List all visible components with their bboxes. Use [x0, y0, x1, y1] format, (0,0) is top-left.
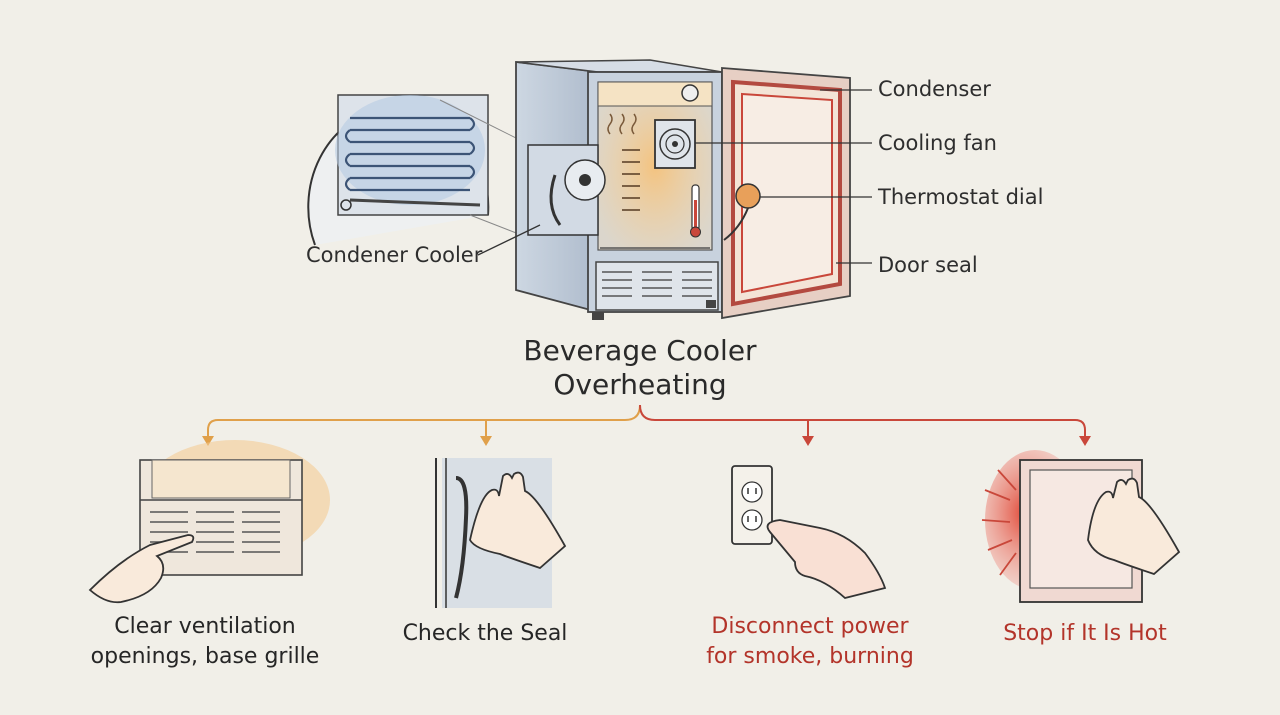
cooling-fan	[654, 119, 696, 169]
heat-burst-icon	[981, 469, 1017, 576]
callout-cooling-fan: Cooling fan	[878, 131, 997, 155]
pointing-hand-icon	[88, 534, 195, 604]
step-ventilation-line-1: Clear ventilation	[114, 614, 296, 639]
callout-lines	[477, 89, 872, 264]
condenser-detail-inset	[307, 94, 561, 251]
step-hot-illustration	[981, 450, 1181, 603]
diagram-title: Beverage Cooler Overheating	[440, 334, 840, 402]
step-seal-illustration	[435, 458, 567, 608]
step-power-illustration	[731, 465, 887, 599]
step-seal-line-1: Check the Seal	[402, 621, 568, 646]
hand-touching-icon	[1087, 477, 1181, 576]
side-fan-housing	[527, 144, 606, 236]
step-power-line-1: Disconnect power	[711, 614, 909, 639]
step-ventilation-line-2: openings, base grille	[90, 644, 320, 669]
condenser-coil	[344, 116, 476, 192]
title-line-2: Overheating	[553, 368, 727, 401]
callout-door-seal: Door seal	[878, 253, 978, 277]
step-ventilation-caption: Clear ventilation openings, base grille	[70, 612, 340, 672]
title-line-1: Beverage Cooler	[523, 334, 757, 367]
base-grille	[595, 261, 719, 311]
branch-connectors	[202, 404, 1091, 446]
cooler-cabinet	[515, 59, 723, 320]
step-power-caption: Disconnect power for smoke, burning	[680, 612, 940, 672]
hand-on-seal-icon	[469, 471, 567, 570]
callout-condenser: Condenser	[878, 77, 991, 101]
step-hot-line-1: Stop if It Is Hot	[1003, 621, 1167, 646]
callout-condenser-cooler: Condener Cooler	[306, 243, 483, 267]
step-ventilation-illustration	[88, 440, 330, 604]
step-hot-caption: Stop if It Is Hot	[975, 619, 1195, 649]
finger-at-outlet-icon	[766, 519, 887, 599]
step-power-line-2: for smoke, burning	[706, 644, 914, 669]
thermostat-dial	[735, 183, 761, 209]
wall-outlet-icon	[731, 465, 773, 545]
thermometer-icon	[690, 184, 701, 238]
step-seal-caption: Check the Seal	[370, 619, 600, 649]
callout-thermostat-dial: Thermostat dial	[878, 185, 1044, 209]
cooler-door	[721, 67, 851, 320]
